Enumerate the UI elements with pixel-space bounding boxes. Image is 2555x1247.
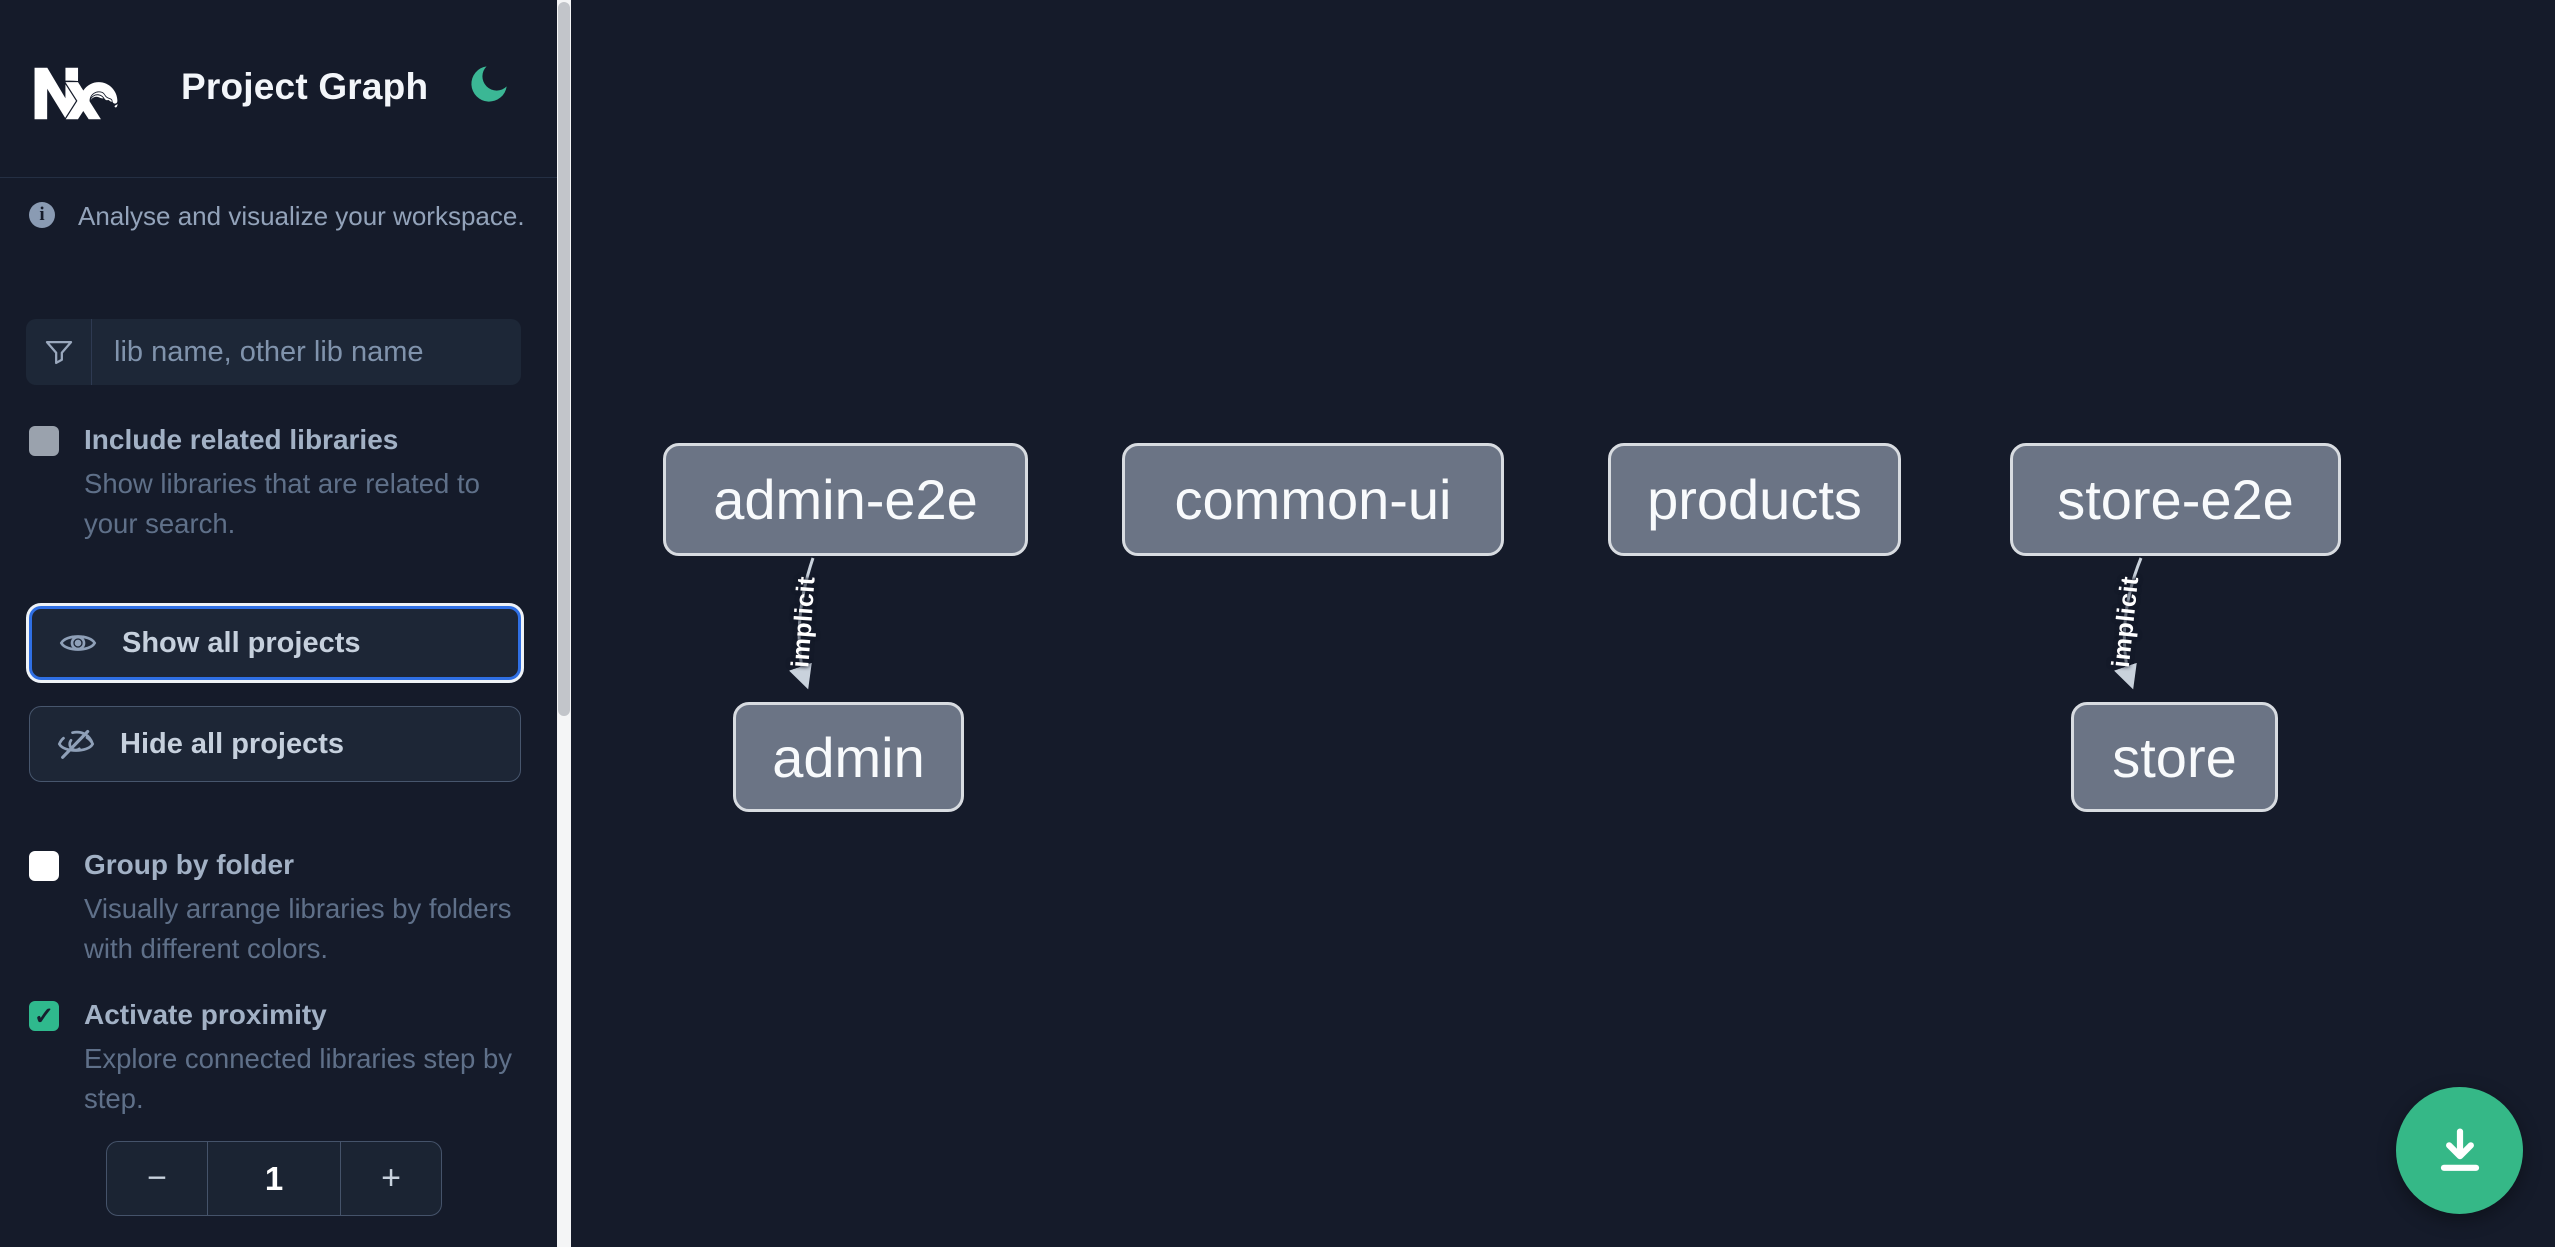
- graph-edges: [789, 557, 2143, 690]
- option-description: Explore connected libraries step by step…: [84, 1043, 513, 1114]
- option-description: Visually arrange libraries by folders wi…: [84, 893, 512, 964]
- graph-node-store-e2e[interactable]: store-e2e: [2010, 443, 2341, 556]
- workspace-tagline: Analyse and visualize your workspace.: [78, 201, 525, 231]
- check-icon: ✓: [33, 1002, 55, 1030]
- download-graph-button[interactable]: [2396, 1087, 2523, 1214]
- proximity-depth-stepper: − 1 +: [106, 1141, 442, 1216]
- download-icon: [2440, 1128, 2479, 1171]
- graph-node-products[interactable]: products: [1608, 443, 1901, 556]
- sidebar-header: Project Graph: [0, 0, 557, 178]
- hide-all-projects-button[interactable]: Hide all projects: [29, 706, 521, 782]
- option-label: Group by folder: [84, 849, 294, 880]
- stepper-value: 1: [207, 1142, 341, 1215]
- info-icon: i: [29, 202, 55, 228]
- edge-label-implicit: implicit: [786, 575, 821, 669]
- workspace-info: i Analyse and visualize your workspace.: [29, 200, 529, 232]
- graph-canvas[interactable]: implicit implicit admin-e2e common-ui pr…: [571, 0, 2555, 1247]
- hide-all-projects-label: Hide all projects: [120, 727, 345, 760]
- show-all-projects-button[interactable]: Show all projects: [29, 606, 521, 680]
- graph-node-admin-e2e[interactable]: admin-e2e: [663, 443, 1028, 556]
- filter-box: [26, 319, 521, 385]
- scrollbar-thumb[interactable]: [558, 2, 570, 716]
- graph-node-common-ui[interactable]: common-ui: [1122, 443, 1504, 556]
- eye-icon: [59, 635, 97, 651]
- option-activate-proximity: ✓ Activate proximity Explore connected l…: [29, 999, 529, 1119]
- option-label: Include related libraries: [84, 424, 399, 455]
- option-label: Activate proximity: [84, 999, 327, 1030]
- graph-node-admin[interactable]: admin: [733, 702, 964, 812]
- app-title: Project Graph: [181, 66, 429, 107]
- funnel-icon: [26, 319, 92, 385]
- checkbox-activate-proximity[interactable]: ✓: [29, 1001, 59, 1031]
- option-include-related-libraries: Include related libraries Show libraries…: [29, 424, 529, 544]
- sidebar-scrollbar[interactable]: [557, 0, 571, 1247]
- filter-input[interactable]: [92, 319, 521, 385]
- increment-button[interactable]: +: [341, 1142, 441, 1215]
- sidebar: Project Graph i Analyse and visualize yo…: [0, 0, 557, 1247]
- moon-icon[interactable]: [465, 62, 511, 108]
- eye-off-icon: [57, 729, 95, 759]
- checkbox-include-related[interactable]: [29, 426, 59, 456]
- graph-node-store[interactable]: store: [2071, 702, 2278, 812]
- option-description: Show libraries that are related to your …: [84, 468, 480, 539]
- nx-logo-icon: [34, 67, 118, 120]
- show-all-projects-label: Show all projects: [122, 626, 361, 659]
- edge-label-implicit: implicit: [2106, 574, 2145, 669]
- decrement-button[interactable]: −: [107, 1142, 207, 1215]
- checkbox-group-by-folder[interactable]: [29, 851, 59, 881]
- option-group-by-folder: Group by folder Visually arrange librari…: [29, 849, 529, 969]
